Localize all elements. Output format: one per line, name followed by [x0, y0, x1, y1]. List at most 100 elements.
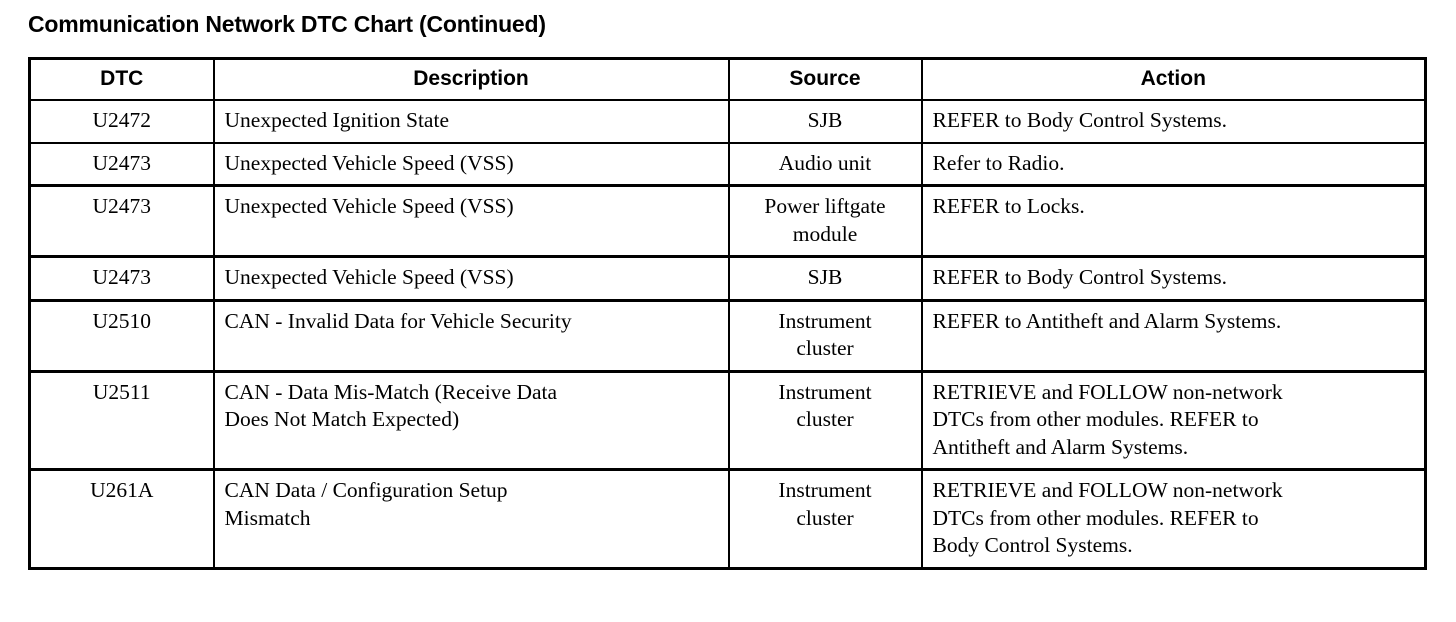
column-header-action: Action	[920, 57, 1427, 102]
action-line: DTCs from other modules. REFER to	[932, 505, 1259, 530]
description-cell: Unexpected Vehicle Speed (VSS)	[212, 184, 730, 259]
action-value: REFER to Locks.	[923, 187, 1425, 228]
description-line: CAN Data / Configuration Setup	[224, 478, 508, 503]
source-line: cluster	[796, 407, 854, 432]
action-cell: REFER to Locks.	[920, 184, 1427, 259]
action-line: REFER to Body Control Systems.	[932, 108, 1227, 133]
table-row: U2473 Unexpected Vehicle Speed (VSS) SJB RE…	[28, 255, 1427, 302]
action-line: RETRIEVE and FOLLOW non-network	[932, 478, 1283, 503]
description-line: Does Not Match Expected)	[224, 407, 460, 432]
source-line: Instrument	[778, 478, 872, 503]
action-cell: REFER to Antitheft and Alarm Systems.	[920, 298, 1427, 373]
dtc-code-cell: U2473	[28, 184, 215, 259]
description-cell: Unexpected Vehicle Speed (VSS)	[212, 255, 730, 302]
action-line: Antitheft and Alarm Systems.	[932, 434, 1189, 459]
dtc-code-value: U2472	[92, 108, 152, 133]
table-row: U2473 Unexpected Vehicle Speed (VSS) Power…	[28, 184, 1427, 259]
action-line: Refer to Radio.	[932, 150, 1065, 175]
column-header-dtc: DTC	[28, 57, 215, 102]
description-line: Unexpected Vehicle Speed (VSS)	[224, 265, 514, 290]
dtc-code-value: U2510	[92, 308, 152, 333]
column-header-dtc-label: DTC	[100, 67, 144, 90]
dtc-code-cell: U2510	[28, 298, 215, 373]
description-cell: Unexpected Ignition State	[212, 99, 730, 144]
source-cell: Instrument cluster	[727, 369, 923, 472]
dtc-code-value: U261A	[90, 478, 154, 503]
page-title: Communication Network DTC Chart (Continu…	[28, 11, 546, 37]
description-cell: Unexpected Vehicle Speed (VSS)	[212, 141, 730, 187]
action-line: DTCs from other modules. REFER to	[932, 407, 1259, 432]
source-line: cluster	[796, 505, 854, 530]
description-value: Unexpected Vehicle Speed (VSS)	[215, 258, 728, 299]
source-line: Audio unit	[778, 150, 872, 175]
description-line: Unexpected Vehicle Speed (VSS)	[224, 194, 514, 219]
description-line: Unexpected Vehicle Speed (VSS)	[224, 150, 514, 175]
source-value: Audio unit	[730, 144, 921, 185]
dtc-code-value: U2511	[92, 379, 151, 404]
source-value: SJB	[730, 101, 921, 142]
source-cell: SJB	[727, 255, 923, 302]
source-value: SJB	[730, 258, 921, 299]
description-cell: CAN - Invalid Data for Vehicle Security	[212, 298, 730, 373]
action-line: REFER to Body Control Systems.	[932, 265, 1227, 290]
description-line: CAN - Invalid Data for Vehicle Security	[224, 308, 572, 333]
column-header-description-label: Description	[413, 67, 529, 90]
source-line: SJB	[807, 108, 843, 133]
source-line: module	[792, 221, 858, 246]
source-cell: Audio unit	[727, 141, 923, 187]
description-value: Unexpected Vehicle Speed (VSS)	[215, 144, 728, 185]
dtc-code-value: U2473	[92, 150, 152, 175]
column-header-source: Source	[727, 57, 923, 102]
action-cell: REFER to Body Control Systems.	[920, 99, 1427, 144]
description-line: Mismatch	[224, 505, 311, 530]
action-line: Body Control Systems.	[932, 533, 1133, 558]
source-line: Power liftgate	[764, 194, 886, 219]
column-header-action-label: Action	[1140, 67, 1206, 90]
dtc-code-cell: U261A	[28, 468, 215, 570]
action-line: REFER to Antitheft and Alarm Systems.	[932, 308, 1282, 333]
source-cell: SJB	[727, 99, 923, 144]
description-value: Unexpected Ignition State	[215, 101, 728, 142]
source-line: SJB	[807, 265, 843, 290]
dtc-code-value: U2473	[92, 265, 152, 290]
table-row: U2473 Unexpected Vehicle Speed (VSS) Audio…	[28, 141, 1427, 187]
description-value: Unexpected Vehicle Speed (VSS)	[215, 187, 728, 228]
description-value: CAN - Invalid Data for Vehicle Security	[215, 302, 728, 343]
dtc-code-cell: U2511	[28, 369, 215, 472]
column-header-source-label: Source	[789, 67, 861, 90]
source-line: Instrument	[778, 379, 872, 404]
dtc-code-cell: U2473	[28, 141, 215, 187]
description-line: Unexpected Ignition State	[224, 108, 450, 133]
dtc-code-cell: U2473	[28, 255, 215, 302]
table-row: U2472 Unexpected Ignition State SJB REFER t…	[28, 99, 1427, 144]
action-value: Refer to Radio.	[923, 144, 1425, 185]
action-value: REFER to Body Control Systems.	[923, 101, 1425, 142]
action-value: REFER to Body Control Systems.	[923, 258, 1425, 299]
source-line: Instrument	[778, 308, 872, 333]
description-line: CAN - Data Mis-Match (Receive Data	[224, 379, 558, 404]
action-line: REFER to Locks.	[932, 194, 1085, 219]
action-cell: REFER to Body Control Systems.	[920, 255, 1427, 302]
table-row: U2510 CAN - Invalid Data for Vehicle Secu…	[28, 298, 1427, 373]
table-header-row: DTC Description Source Action	[28, 57, 1427, 102]
table-header: DTC Description Source Action	[28, 57, 1427, 102]
